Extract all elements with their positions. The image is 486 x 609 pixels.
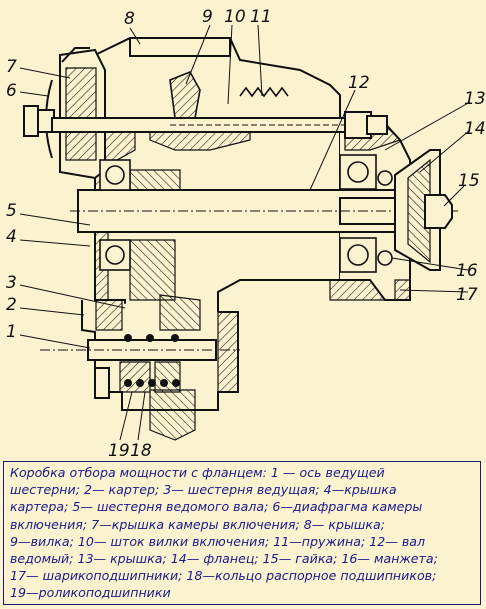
callout-13: 13 <box>464 89 486 109</box>
callout-9: 9 <box>202 7 213 27</box>
callout-2: 2 <box>6 295 17 315</box>
driven-shaft <box>70 189 460 233</box>
caption-panel: Коробка отбора мощности с фланцем: 1 — о… <box>3 461 481 605</box>
caption-line-6: ведомый; 13— крышка; 14— фланец; 15— гай… <box>10 551 438 567</box>
callout-8: 8 <box>124 9 135 29</box>
callout-12: 12 <box>348 73 370 93</box>
callout-14: 14 <box>464 119 486 139</box>
callout-16: 16 <box>456 261 478 281</box>
callout-3: 3 <box>6 273 17 293</box>
callout-17: 17 <box>456 285 478 305</box>
callout-15: 15 <box>458 171 480 191</box>
actuator-chamber <box>23 47 106 180</box>
callout-7: 7 <box>6 57 17 77</box>
callout-18: 18 <box>130 441 152 461</box>
callout-4: 4 <box>6 227 17 247</box>
caption-line-8: 19—роликоподшипники <box>10 585 171 601</box>
callout-11: 11 <box>250 7 272 27</box>
fork-shaft <box>51 111 388 139</box>
ball-bearings <box>99 154 393 273</box>
drive-gear-assembly <box>40 334 240 399</box>
callout-1: 1 <box>6 322 17 342</box>
caption-line-2: шестерни; 2— картер; 3— шестерня ведущая… <box>10 482 397 498</box>
callout-10: 10 <box>224 7 246 27</box>
caption-line-7: 17— шарикоподшипники; 18—кольцо распорно… <box>10 568 437 584</box>
callout-5: 5 <box>6 201 17 221</box>
caption-line-4: включения; 7—крышка камеры включения; 8—… <box>10 516 385 532</box>
callout-6: 6 <box>6 81 17 101</box>
callout-labels: 7 6 8 9 10 11 12 13 14 15 16 17 5 4 3 2 … <box>6 7 486 461</box>
leader-lines <box>19 24 471 441</box>
pto-cross-section-drawing: 7 6 8 9 10 11 12 13 14 15 16 17 5 4 3 2 … <box>6 7 486 461</box>
caption-line-1: Коробка отбора мощности с фланцем: 1 — о… <box>10 465 385 480</box>
output-flange <box>394 149 453 271</box>
caption-line-3: картера; 5— шестерня ведомого вала; 6—ди… <box>10 499 423 515</box>
callout-19: 19 <box>108 441 130 461</box>
caption-line-5: 9—вилка; 10— шток вилки включения; 11—пр… <box>10 533 426 549</box>
fork-and-spring <box>169 70 289 119</box>
